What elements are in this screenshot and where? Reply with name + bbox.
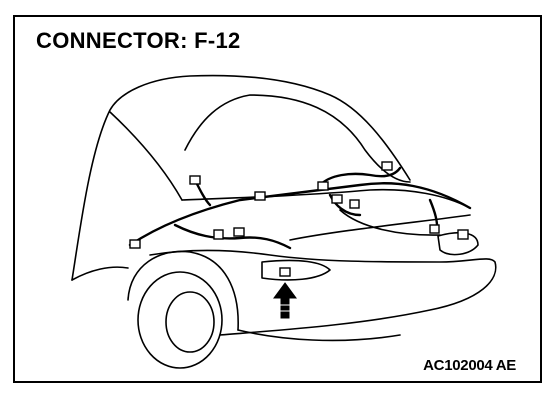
- connector: [349, 199, 360, 209]
- figure-code: AC102004 AE: [423, 357, 516, 374]
- body-side-line: [71, 266, 129, 281]
- connector: [189, 175, 201, 185]
- connector: [129, 239, 141, 249]
- rear-wheel: [137, 271, 223, 369]
- up-arrow-icon: [273, 282, 297, 319]
- connector: [331, 194, 343, 204]
- connector: [233, 227, 245, 237]
- harness-branch-top: [318, 166, 402, 187]
- connector: [457, 229, 469, 240]
- lower-body-line: [237, 329, 401, 342]
- page-title: CONNECTOR: F-12: [36, 28, 241, 53]
- trunk-cavity: [339, 209, 441, 236]
- rear-wheel-hub: [165, 291, 215, 353]
- rear-bumper-outline: [149, 249, 497, 336]
- wiring-harness: [128, 166, 472, 250]
- trunk-lid-outline: [181, 188, 471, 209]
- connector: [317, 181, 329, 191]
- harness-branch-left: [173, 223, 292, 250]
- car-roof-outline: [71, 74, 411, 281]
- connector: [254, 191, 266, 201]
- connector: [381, 161, 393, 171]
- harness-main: [128, 182, 472, 247]
- tail-lamp-right: [437, 231, 479, 256]
- c-pillar-outline: [109, 111, 183, 201]
- connector: [429, 224, 440, 234]
- trunk-edge: [289, 214, 471, 241]
- connector: [213, 229, 224, 240]
- rear-wheel-arch: [127, 250, 239, 331]
- tail-lamp-left: [261, 259, 331, 281]
- rear-window-outline: [184, 94, 411, 183]
- connector-f-12: [279, 267, 291, 277]
